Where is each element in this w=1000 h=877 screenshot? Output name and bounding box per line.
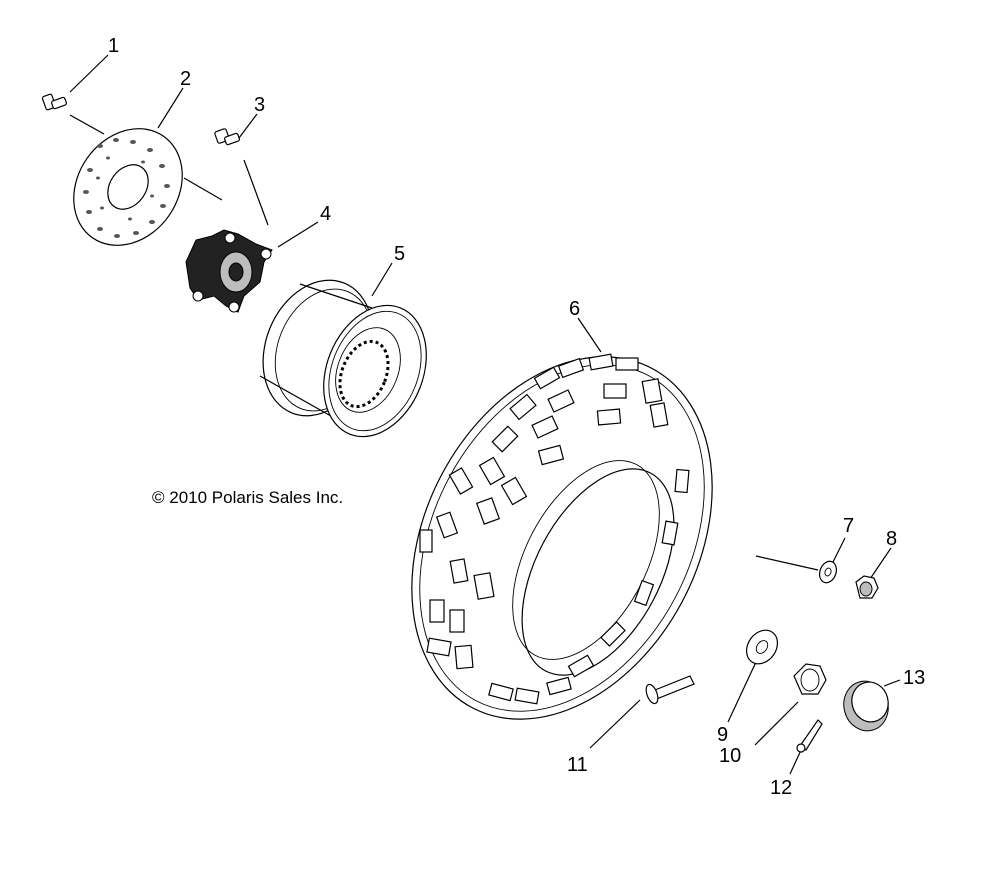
callout-3: 3 — [254, 94, 265, 116]
callout-1: 1 — [108, 35, 119, 57]
rim-part-5 — [259, 279, 427, 438]
castle-nut-part-10 — [793, 663, 827, 695]
stud-part-3 — [214, 128, 240, 146]
copyright-notice: © 2010 Polaris Sales Inc. — [152, 488, 343, 507]
callout-5: 5 — [394, 243, 405, 265]
cotter-pin-part-12 — [796, 719, 823, 753]
callout-12: 12 — [770, 777, 792, 799]
nut-part-8 — [855, 575, 879, 599]
bolt-part-1 — [41, 93, 67, 111]
washer-part-7 — [818, 560, 838, 584]
callout-10: 10 — [719, 745, 741, 767]
washer-part-9 — [745, 629, 779, 665]
hub-part-4 — [185, 229, 273, 313]
tire-treads — [419, 353, 690, 705]
callout-2: 2 — [180, 68, 191, 90]
pin-part-11 — [645, 675, 695, 705]
callout-11: 11 — [567, 754, 588, 776]
brake-disc-part-2 — [73, 128, 183, 246]
callout-8: 8 — [886, 528, 897, 550]
callout-9: 9 — [717, 724, 728, 746]
callout-13: 13 — [903, 667, 925, 689]
callout-6: 6 — [569, 298, 580, 320]
callout-4: 4 — [320, 203, 331, 225]
cap-part-13 — [843, 680, 889, 732]
tire-part-6 — [411, 353, 713, 720]
callout-7: 7 — [843, 515, 854, 537]
leader-lines — [69, 54, 901, 775]
